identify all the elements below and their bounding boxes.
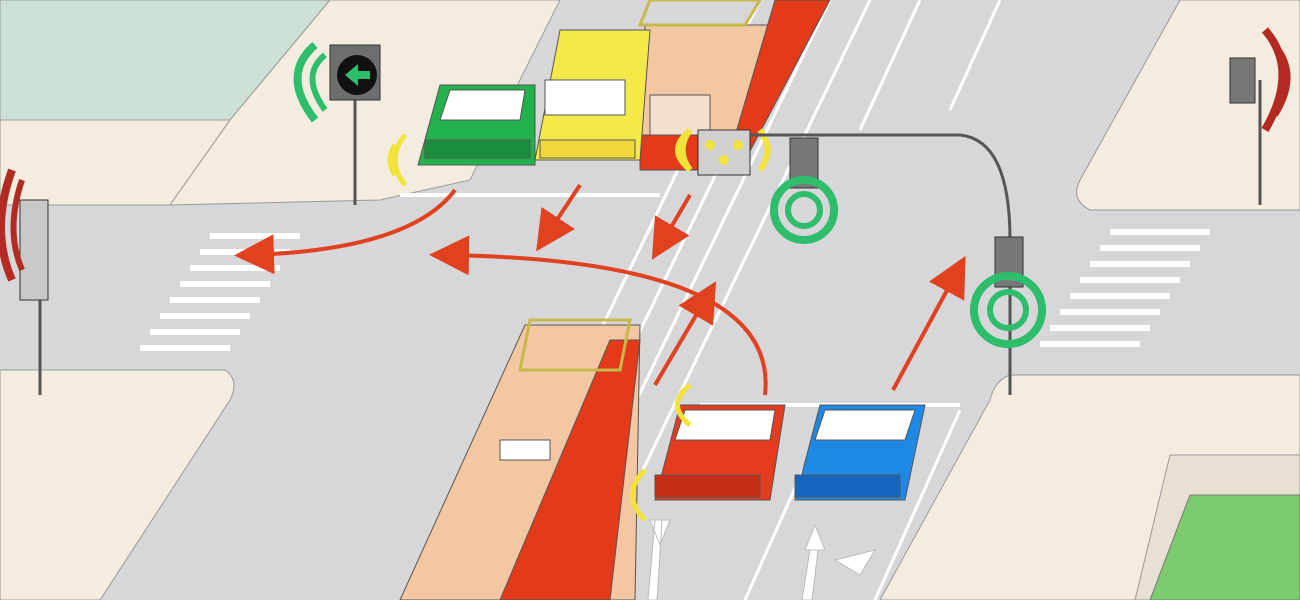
movement-arrows — [234, 183, 966, 396]
blue-car — [794, 404, 926, 501]
sidewalk-bottom-left — [0, 369, 235, 600]
tram-near — [399, 318, 641, 600]
crosswalk-right — [1040, 229, 1210, 347]
vehicle-signal-right — [970, 236, 1046, 348]
sidewalk-top-right — [1076, 0, 1300, 211]
turn-signal-indicators — [387, 128, 692, 522]
left-arrow-icon — [345, 64, 370, 86]
tram-signal — [679, 128, 771, 176]
vehicle-signal-near — [750, 133, 1012, 395]
vehicle-signal-left — [0, 168, 49, 395]
green-car — [417, 84, 536, 166]
red-car — [654, 404, 786, 501]
lane-arrows — [647, 519, 877, 600]
green-arrow-left-signal — [293, 41, 381, 205]
lawn — [1149, 494, 1300, 600]
vehicle-signal-far-right — [1229, 27, 1291, 205]
yellow-van — [534, 29, 651, 161]
